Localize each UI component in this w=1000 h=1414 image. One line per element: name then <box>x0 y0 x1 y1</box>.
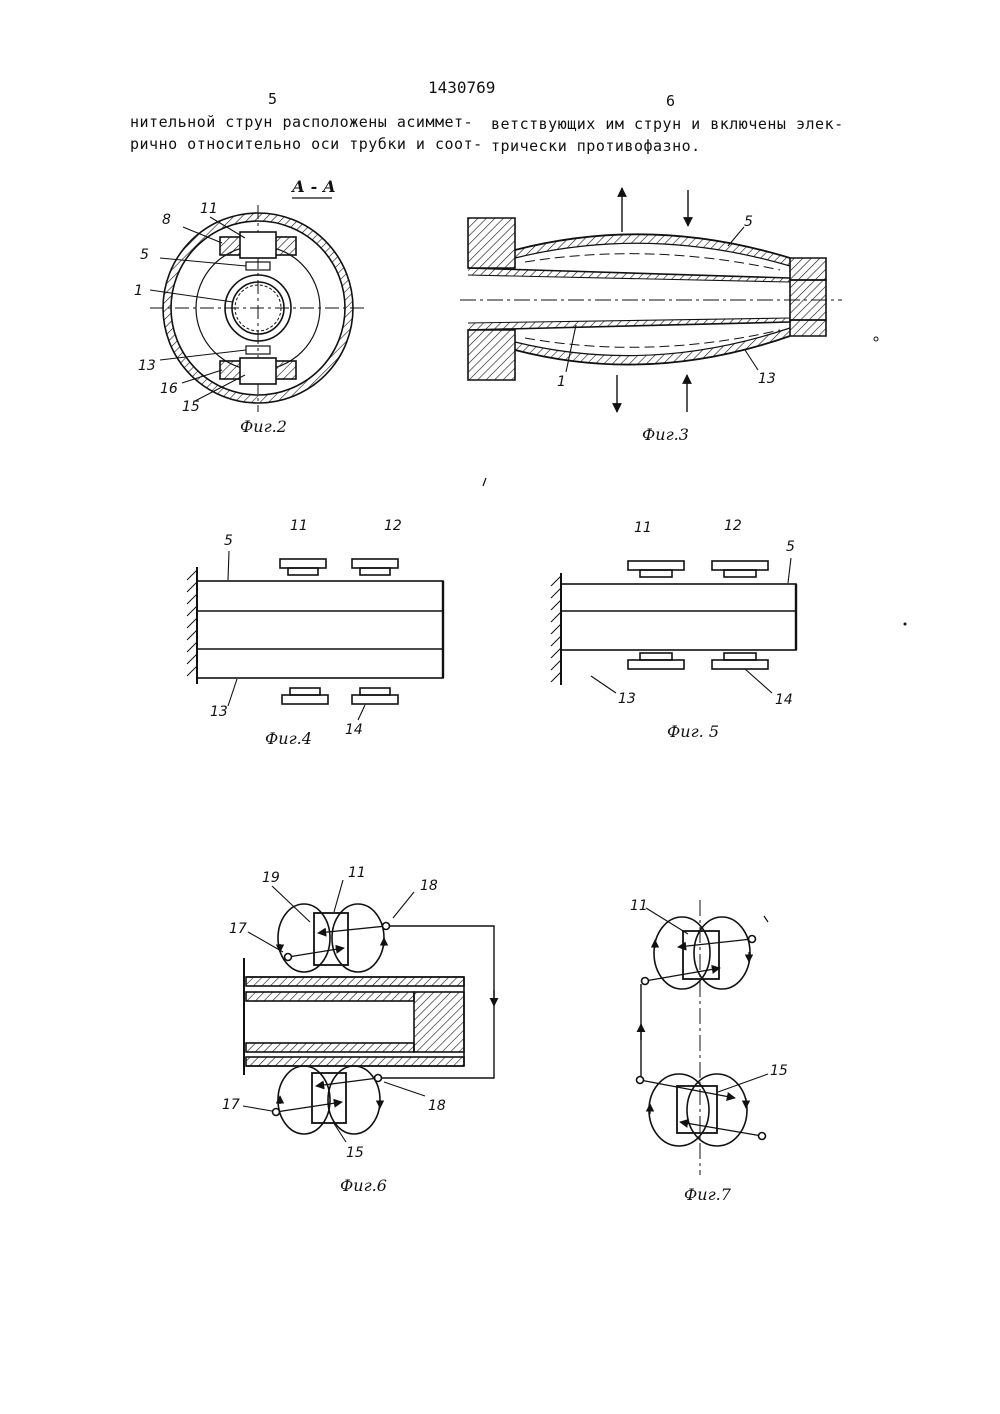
fig2-label-8: 8 <box>162 212 171 228</box>
fig6-label-15: 15 <box>346 1145 364 1161</box>
fig6-label-18-top: 18 <box>420 878 438 894</box>
fig4-label-12: 12 <box>384 518 402 534</box>
fig2-label-15: 15 <box>182 399 200 415</box>
figure-6 <box>243 880 494 1142</box>
fig5-caption: Фиг. 5 <box>667 722 719 741</box>
fig6-label-19: 19 <box>262 870 280 886</box>
fig3-label-13: 13 <box>758 371 776 387</box>
fig4-label-13: 13 <box>210 704 228 720</box>
fig6-label-17-bottom: 17 <box>222 1097 240 1113</box>
figure-4 <box>187 551 443 720</box>
fig4-label-5: 5 <box>224 533 233 549</box>
fig2-label-1: 1 <box>134 283 143 299</box>
fig3-label-5: 5 <box>744 214 753 230</box>
figure-5 <box>551 558 796 693</box>
fig2-label-13: 13 <box>138 358 156 374</box>
fig5-label-11: 11 <box>634 520 652 536</box>
fig7-label-11: 11 <box>630 898 648 914</box>
fig5-label-5: 5 <box>786 539 795 555</box>
fig6-label-11-top: 11 <box>348 865 366 881</box>
fig3-caption: Фиг.3 <box>642 425 689 444</box>
fig2-section-label: А - А <box>291 177 336 196</box>
fig4-caption: Фиг.4 <box>265 729 312 748</box>
fig5-label-13: 13 <box>618 691 636 707</box>
fig2-label-16: 16 <box>160 381 178 397</box>
fig3-label-1: 1 <box>557 374 566 390</box>
figure-2 <box>150 205 368 412</box>
fig7-caption: Фиг.7 <box>684 1185 732 1204</box>
fig6-label-17-top: 17 <box>229 921 247 937</box>
figure-3 <box>460 188 842 412</box>
fig2-label-5: 5 <box>140 247 149 263</box>
fig6-caption: Фиг.6 <box>340 1176 387 1195</box>
fig2-label-11: 11 <box>200 201 218 217</box>
fig4-label-11: 11 <box>290 518 308 534</box>
fig6-label-18-bottom: 18 <box>428 1098 446 1114</box>
fig7-label-15: 15 <box>770 1063 788 1079</box>
fig5-label-12: 12 <box>724 518 742 534</box>
fig5-label-14: 14 <box>775 692 793 708</box>
fig4-label-14: 14 <box>345 722 363 738</box>
fig2-caption: Фиг.2 <box>240 417 287 436</box>
figure-7 <box>637 900 769 1175</box>
